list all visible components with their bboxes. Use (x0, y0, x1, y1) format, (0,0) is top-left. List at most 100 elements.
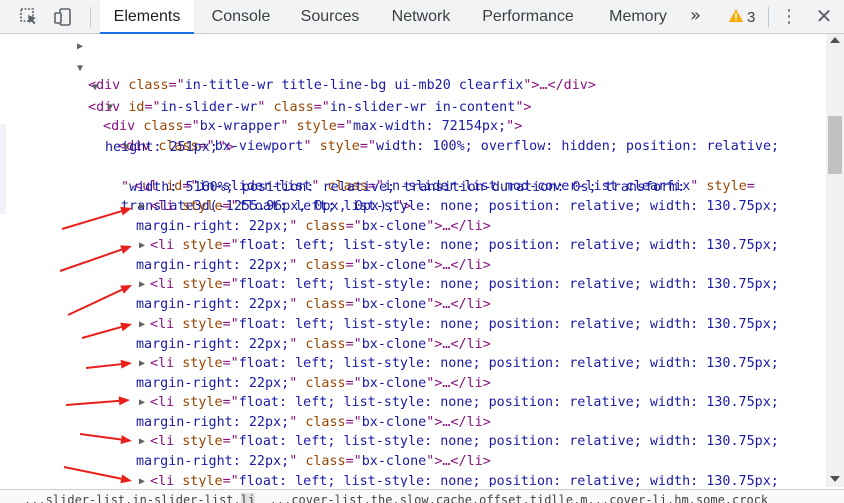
attr-name: id (128, 100, 145, 115)
collapse-triangle-icon[interactable]: ▼ (77, 63, 84, 74)
attr-name: style (182, 317, 223, 332)
tag-open: < (150, 434, 159, 449)
scroll-up-icon[interactable] (830, 37, 840, 43)
attr-value: bx-clone (361, 375, 427, 391)
dom-node-li-clone[interactable]: ▶<li style="float: left; list-style: non… (0, 472, 826, 487)
expand-triangle-icon[interactable]: ▶ (139, 240, 146, 251)
attr-quote: " (395, 198, 404, 214)
attr-eq: =" (336, 119, 353, 134)
tag-open: < (150, 395, 159, 410)
attr-value: float: left; list-style: none; position:… (238, 277, 779, 292)
tab-performance[interactable]: Performance (482, 8, 574, 25)
vertical-scrollbar[interactable] (826, 34, 844, 487)
attr-value: float: left; list-style: none; position:… (238, 238, 779, 253)
close-icon[interactable]: ✕ (815, 4, 833, 28)
expand-triangle-icon[interactable]: ▶ (139, 397, 146, 408)
tag-ellipsis: >…</ (434, 218, 467, 234)
dom-tree[interactable]: ▶ <div class="in-title-wr title-line-bg … (0, 34, 826, 487)
attr-quote: " (280, 119, 289, 134)
expand-triangle-icon[interactable]: ▶ (139, 201, 146, 212)
dom-node-li-clone[interactable]: ▶<li style="float: left; list-style: non… (0, 275, 826, 295)
scrollbar-thumb[interactable] (828, 116, 842, 174)
attr-quote: " (426, 336, 435, 352)
attr-name: style (182, 356, 223, 371)
expand-triangle-icon[interactable]: ▶ (139, 476, 146, 487)
attr-value: bx-clone (361, 296, 427, 312)
tag-end: > (482, 336, 491, 352)
tag-ellipsis: >…</ (434, 336, 467, 352)
tab-sources[interactable]: Sources (300, 8, 360, 25)
dom-node-li-clone[interactable]: ▶<li style="float: left; list-style: non… (0, 315, 826, 335)
attr-value: margin-right: 22px; (136, 375, 290, 391)
more-tabs-button[interactable]: » (690, 5, 702, 26)
dom-node-li-clone-cont: margin-right: 22px;" class="bx-clone">…<… (0, 374, 826, 394)
attr-eq: =" (345, 218, 362, 234)
dom-node-li-clone[interactable]: ▶<li style="float: left; list-style: non… (0, 197, 826, 217)
expand-triangle-icon[interactable]: ▶ (77, 41, 84, 52)
dom-node-in-slider-list[interactable]: ▼ <ul id="in-slider-list" class="in-slid… (0, 138, 826, 194)
attr-quote: " (303, 139, 312, 154)
tab-network[interactable]: Network (391, 8, 451, 25)
expand-triangle-icon[interactable]: ▶ (139, 279, 146, 290)
attr-value: float: left; list-style: none; position:… (238, 356, 779, 371)
dom-node-in-slider-wr[interactable]: ▼ <div id="in-slider-wr" class="in-slide… (0, 59, 826, 115)
tag-ellipsis: >…</ (531, 78, 564, 93)
expand-triangle-icon[interactable]: ▶ (139, 436, 146, 447)
attr-value: float: left; list-style: none; position:… (238, 434, 779, 449)
dom-node-li-clone-cont: margin-right: 22px;" class="bx-clone">…<… (0, 335, 826, 355)
tag-end: > (225, 139, 234, 155)
expand-triangle-icon[interactable]: ▶ (139, 358, 146, 369)
dom-node-bx-wrapper[interactable]: ▼ <div class="bx-wrapper" style="max-wid… (0, 78, 826, 134)
dom-node-li-clone[interactable]: ▶<li style="float: left; list-style: non… (0, 236, 826, 256)
dom-node-li-clone-cont: margin-right: 22px;" class="bx-clone">…<… (0, 217, 826, 237)
attr-eq: =" (367, 179, 384, 194)
attr-name: id (166, 179, 183, 194)
attr-value: float: left; list-style: none; position:… (238, 317, 779, 332)
tab-console[interactable]: Console (211, 8, 271, 25)
attr-value: bx-clone (361, 218, 427, 234)
warnings-button[interactable]: 3 (728, 0, 755, 34)
tab-elements[interactable]: Elements (100, 0, 194, 34)
device-toolbar-icon[interactable] (53, 7, 73, 27)
attr-name: class (128, 78, 169, 93)
tag-name: li (158, 395, 175, 410)
attr-quote: " (311, 179, 320, 194)
attr-value: bx-wrapper (199, 119, 281, 134)
attr-name: style (182, 395, 223, 410)
dom-node-li-clone[interactable]: ▶<li style="float: left; list-style: non… (0, 354, 826, 374)
attr-quote: " (289, 336, 298, 352)
dom-node-li-clone[interactable]: ▶<li style="float: left; list-style: non… (0, 393, 826, 413)
dom-node-li-clone[interactable]: ▶<li style="float: left; list-style: non… (0, 432, 826, 452)
scroll-down-icon[interactable] (830, 476, 840, 482)
tag-open: < (150, 199, 159, 214)
dom-node-li-clone-cont: margin-right: 22px;" class="bx-clone">…<… (0, 413, 826, 433)
breadcrumb-current[interactable]: li (240, 493, 256, 503)
tag-end: > (482, 296, 491, 312)
collapse-triangle-icon[interactable]: ▼ (123, 142, 130, 153)
attr-quote: " (426, 414, 435, 430)
expand-triangle-icon[interactable]: ▶ (139, 319, 146, 330)
tag-open: < (88, 78, 97, 93)
tag-end: > (587, 78, 596, 93)
inspect-element-icon[interactable] (19, 7, 39, 27)
breadcrumb-after[interactable]: ...cover-list.the.slow.cache.offset.tidl… (255, 493, 769, 503)
attr-name: style (182, 277, 223, 292)
attr-value: in-slider-wr in-content (329, 100, 516, 115)
attr-eq: =" (345, 336, 362, 352)
dom-node-in-title-wr[interactable]: ▶ <div class="in-title-wr title-line-bg … (0, 37, 826, 93)
attr-quote: " (426, 257, 435, 273)
attr-quote: " (506, 119, 515, 134)
collapse-triangle-icon[interactable]: ▼ (92, 82, 99, 93)
dom-node-bx-viewport[interactable]: ▼ <div class="bx-viewport" style="width:… (0, 98, 826, 154)
tag-open: < (150, 474, 159, 487)
tag-close-name: li (466, 336, 483, 352)
breadcrumb[interactable]: ...slider-list.in-slider-list.li ...cove… (0, 489, 844, 503)
attr-name: class (305, 375, 346, 391)
kebab-menu-icon[interactable]: ⋮ (780, 6, 798, 27)
tag-open: < (118, 139, 127, 154)
tag-name: li (158, 474, 175, 487)
tab-memory[interactable]: Memory (609, 8, 667, 25)
breadcrumb-before[interactable]: ...slider-list.in-slider-list. (24, 493, 241, 503)
collapse-triangle-icon[interactable]: ▼ (107, 102, 114, 113)
attr-eq: =" (222, 238, 239, 253)
